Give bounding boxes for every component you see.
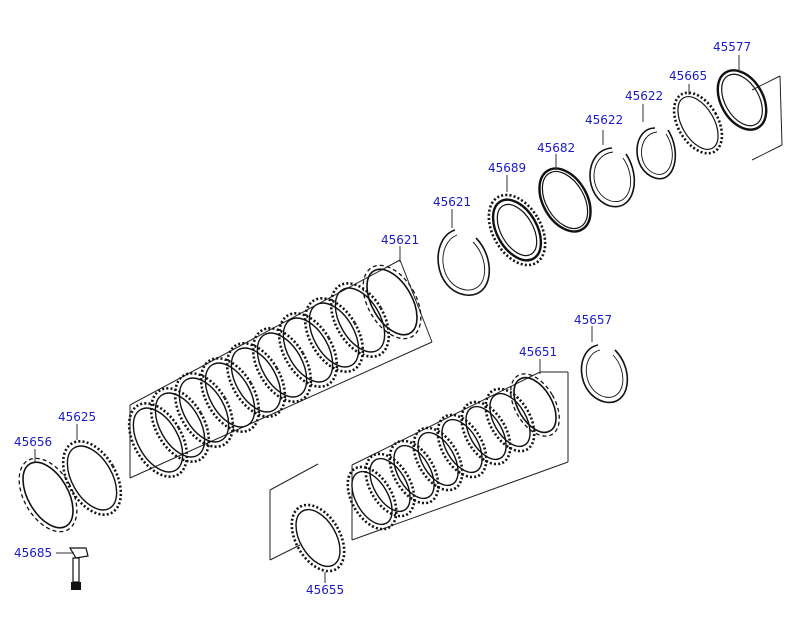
label-45657[interactable]: 45657 [574,313,612,327]
bracket-45685 [68,547,89,559]
lower-disc-6-inner [369,457,411,513]
lower-disc-3 [436,413,488,479]
label-45622-b[interactable]: 45622 [585,113,623,127]
lower-disc-1 [484,387,536,453]
frame-bracket-45655 [269,463,319,561]
lower-disc-2-inner [465,405,507,461]
bearing-45689-middle [491,198,543,262]
part-45689-bearing [487,175,547,267]
snap-ring-45622-b [589,147,635,208]
bearing-45689-outer [487,193,547,267]
part-45685-bolt [56,547,89,590]
label-45621-pack[interactable]: 45621 [381,233,419,247]
lower-end-plate-toothed [510,373,560,437]
lower-disc-5 [388,439,440,505]
snap-ring-45621-upper-inner [442,234,486,291]
lower-disc-7-inner [351,470,393,526]
ring-45577-outer [716,69,768,131]
label-45655[interactable]: 45655 [306,583,344,597]
ring-45682-outer [538,167,592,233]
lower-disc-4-inner [417,431,459,487]
frame-upper-clutch-pack [129,259,433,479]
pack-disc-2 [303,297,365,373]
pack-disc-3 [277,312,339,388]
label-45685[interactable]: 45685 [14,546,52,560]
pack-disc-7-inner [178,377,230,443]
label-45621-upper[interactable]: 45621 [433,195,471,209]
pack-disc-6-inner [204,362,256,428]
pack-disc-1 [329,282,391,358]
ring-45682-inner [541,170,589,230]
lower-disc-3-inner [441,418,483,474]
seal-ring-45665-inner [677,96,719,150]
label-45682[interactable]: 45682 [537,141,575,155]
frame-lower-clutch-pack [351,371,569,541]
frame-bracket-45577 [751,75,783,161]
part-labels: 45577 45665 45622 45622 45682 45689 4562… [14,40,751,597]
pack-disc-9-inner [132,407,184,473]
label-45625[interactable]: 45625 [58,410,96,424]
disc-45655-inner [295,508,341,568]
pack-disc-4-inner [256,332,308,398]
part-45655-assembly [269,463,346,583]
pack-disc-4 [251,327,313,403]
pack-end-plate [366,268,418,336]
bolt-shank-45685 [72,557,80,583]
plate-45656 [22,461,74,529]
bolt-head-45685 [71,582,81,590]
lower-disc-7 [346,465,398,531]
snap-ring-45657 [580,344,629,404]
snap-ring-45622-a-inner [641,131,673,175]
part-45621-snapring-upper [437,209,490,296]
pack-disc-1-inner [334,287,386,353]
part-45682-ring [538,154,592,233]
pack-disc-3-inner [282,317,334,383]
pack-end-plate-toothed [362,264,422,340]
part-45622-snapring-b [589,130,635,208]
part-45577-assembly [716,55,783,161]
pack-disc-6 [199,357,261,433]
pack-disc-5-inner [230,347,282,413]
snap-ring-45657-inner [585,349,624,398]
lower-disc-6 [364,452,416,518]
plate-45656-toothed [18,457,78,533]
label-45665[interactable]: 45665 [669,69,707,83]
lower-disc-4 [412,426,464,492]
lower-disc-1-inner [489,392,531,448]
pack-disc-7 [173,372,235,448]
lower-clutch-pack [346,359,569,541]
snap-ring-45622-a [636,127,677,180]
part-45625-disc [61,424,123,516]
label-45577[interactable]: 45577 [713,40,751,54]
part-45665-ring [672,84,724,155]
snap-ring-45621-upper [437,229,490,296]
lower-end-plate [513,376,557,434]
lower-disc-5-inner [393,444,435,500]
part-45622-snapring-a [636,104,677,180]
pack-disc-5 [225,342,287,418]
label-45656[interactable]: 45656 [14,435,52,449]
label-45651[interactable]: 45651 [519,345,557,359]
part-45656-plate [18,449,78,533]
disc-45655 [290,503,346,573]
label-45689[interactable]: 45689 [488,161,526,175]
seal-ring-45665 [672,91,724,155]
disc-45625 [61,440,123,516]
snap-ring-45622-b-inner [593,151,632,202]
upper-clutch-pack [127,246,433,479]
lower-disc-2 [460,400,512,466]
pack-disc-2-inner [308,302,360,368]
label-45622-a[interactable]: 45622 [625,89,663,103]
disc-45625-inner [66,445,118,511]
pack-disc-8 [149,387,211,463]
part-45657-snapring [580,326,629,404]
bearing-45689-inner [496,203,538,257]
ring-45577-inner [721,73,763,127]
pack-disc-9 [127,402,189,478]
pack-disc-8-inner [154,392,206,458]
